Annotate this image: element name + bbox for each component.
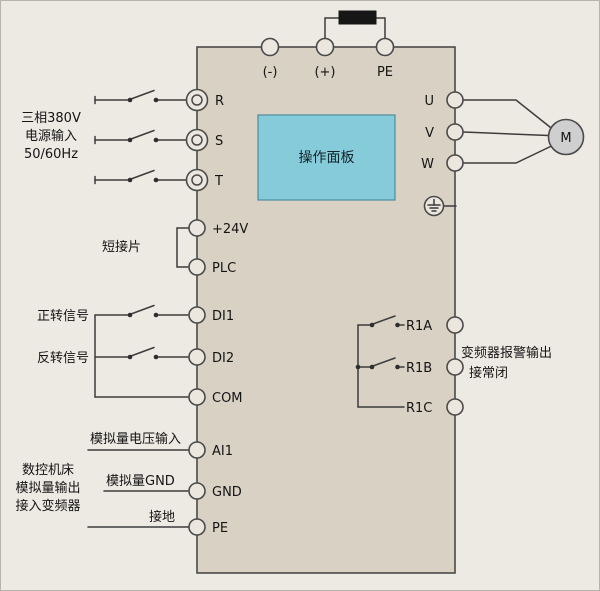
motor-wire-u bbox=[462, 99, 552, 129]
earth-label: 接地 bbox=[149, 509, 175, 525]
terminal-pe-top-label: PE bbox=[377, 65, 393, 80]
terminal-plc-label: PLC bbox=[212, 261, 236, 276]
terminal-w bbox=[446, 154, 464, 172]
terminal-r1a bbox=[446, 316, 464, 334]
operation-panel bbox=[257, 114, 396, 201]
power-wire-s-switch bbox=[94, 129, 188, 145]
terminal-t-inner bbox=[191, 174, 203, 186]
terminal-di1-label: DI1 bbox=[212, 309, 234, 324]
forward-signal-label: 正转信号 bbox=[37, 309, 89, 324]
terminal-24v-label: +24V bbox=[212, 222, 248, 237]
terminal-plc bbox=[188, 258, 206, 276]
alarm-output-label-line2: 接常闭 bbox=[469, 365, 508, 381]
terminal-t-label: T bbox=[214, 174, 223, 189]
terminal-gnd bbox=[188, 482, 206, 500]
terminal-t bbox=[185, 168, 209, 192]
terminal-u bbox=[446, 91, 464, 109]
braking-resistor bbox=[338, 10, 377, 25]
earth-terminal bbox=[423, 195, 445, 217]
terminal-r1c-label: R1C bbox=[406, 401, 432, 416]
power-wire-t-switch bbox=[94, 169, 188, 185]
terminal-24v bbox=[188, 219, 206, 237]
terminal-r1a-label: R1A bbox=[406, 319, 432, 334]
cnc-source-label-line2: 模拟量输出 bbox=[15, 480, 80, 496]
reverse-signal-switch bbox=[94, 346, 190, 360]
terminal-pe-left-label: PE bbox=[212, 521, 228, 536]
terminal-com-label: COM bbox=[212, 391, 243, 406]
terminal-dc-plus bbox=[315, 37, 335, 57]
terminal-r1b bbox=[446, 358, 464, 376]
terminal-r1b-label: R1B bbox=[406, 361, 432, 376]
terminal-gnd-label: GND bbox=[212, 485, 242, 500]
terminal-ai1 bbox=[188, 441, 206, 459]
motor bbox=[547, 118, 585, 156]
terminal-s bbox=[185, 128, 209, 152]
power-input-label-line1: 三相380V bbox=[21, 111, 81, 126]
terminal-v bbox=[446, 123, 464, 141]
power-input-label-line2: 电源输入 bbox=[25, 128, 77, 144]
terminal-v-label: V bbox=[425, 126, 434, 141]
cnc-source-label-line1: 数控机床 bbox=[22, 463, 74, 478]
terminal-di1 bbox=[188, 306, 206, 324]
terminal-ai1-label: AI1 bbox=[212, 444, 233, 459]
terminal-dc-minus-label: (-) bbox=[263, 65, 278, 80]
terminal-r bbox=[185, 88, 209, 112]
motor-wire-v bbox=[462, 131, 550, 137]
forward-signal-switch bbox=[94, 304, 190, 318]
terminal-pe-top bbox=[375, 37, 395, 57]
alarm-output-label-line1: 变频器报警输出 bbox=[461, 345, 552, 361]
terminal-s-label: S bbox=[215, 134, 223, 149]
earth-ground-icon bbox=[427, 198, 441, 212]
terminal-dc-plus-label: (+) bbox=[314, 65, 335, 80]
terminal-pe-left bbox=[188, 518, 206, 536]
jumper-bracket bbox=[176, 227, 190, 268]
terminal-r1c bbox=[446, 398, 464, 416]
relay-output-circuit bbox=[355, 315, 405, 408]
terminal-com bbox=[188, 388, 206, 406]
terminal-w-label: W bbox=[421, 157, 434, 172]
operation-panel-label: 操作面板 bbox=[299, 150, 355, 166]
terminal-di2 bbox=[188, 348, 206, 366]
terminal-u-label: U bbox=[424, 94, 434, 109]
terminal-r-inner bbox=[191, 94, 203, 106]
terminal-s-inner bbox=[191, 134, 203, 146]
motor-wire-w bbox=[462, 145, 552, 164]
terminal-dc-minus bbox=[260, 37, 280, 57]
power-wire-r-switch bbox=[94, 89, 188, 105]
terminal-r-label: R bbox=[215, 94, 224, 109]
reverse-signal-label: 反转信号 bbox=[37, 351, 89, 366]
analog-gnd-label: 模拟量GND bbox=[106, 474, 175, 489]
terminal-di2-label: DI2 bbox=[212, 351, 234, 366]
analog-voltage-input-label: 模拟量电压输入 bbox=[90, 431, 181, 447]
cnc-source-label-line3: 接入变频器 bbox=[15, 498, 80, 514]
motor-label: M bbox=[560, 131, 571, 146]
power-input-label-line3: 50/60Hz bbox=[24, 147, 78, 162]
jumper-label: 短接片 bbox=[102, 239, 141, 255]
